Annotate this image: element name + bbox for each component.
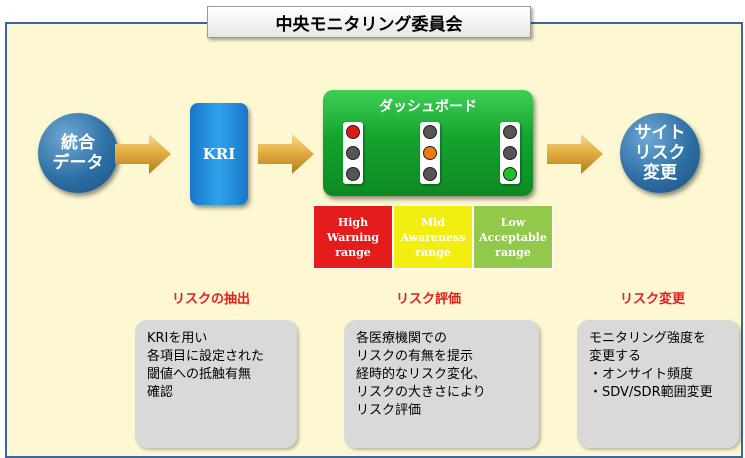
bulb-off bbox=[346, 146, 360, 160]
bulb-off bbox=[423, 167, 437, 181]
label-risk-evaluate: リスク評価 bbox=[396, 292, 462, 307]
site-risk-change-circle: サイト リスク 変更 bbox=[620, 113, 700, 193]
dashboard-title: ダッシュボード bbox=[379, 99, 477, 115]
note-risk-extract: KRIを用い 各項目に設定された 閾値への抵触有無 確認 bbox=[135, 320, 297, 448]
arrow-right-icon bbox=[115, 134, 171, 174]
traffic-light-orange-icon bbox=[420, 122, 440, 184]
traffic-light-green-icon bbox=[500, 122, 520, 184]
bulb-off bbox=[423, 125, 437, 139]
traffic-light-red-icon bbox=[343, 122, 363, 184]
committee-title: 中央モニタリング委員会 bbox=[207, 6, 531, 38]
note-risk-evaluate: 各医療機関での リスクの有無を提示 経時的なリスク変化、 リスクの大きさにより … bbox=[344, 320, 539, 448]
bulb-red bbox=[346, 125, 360, 139]
range-low-acceptable: Low Acceptable range bbox=[473, 205, 553, 269]
range-mid-awareness: Mid Awareness range bbox=[393, 205, 473, 269]
bulb-green bbox=[503, 167, 517, 181]
label-risk-extract: リスクの抽出 bbox=[172, 292, 251, 307]
label-risk-change: リスク変更 bbox=[620, 292, 686, 307]
range-high-warning: High Warning range bbox=[313, 205, 393, 269]
integrated-data-circle: 統合 データ bbox=[38, 113, 118, 193]
bulb-off bbox=[503, 125, 517, 139]
note-risk-change: モニタリング強度を 変更する ・オンサイト頻度 ・SDV/SDR範囲変更 bbox=[577, 320, 739, 448]
kri-box: KRI bbox=[190, 103, 248, 205]
bulb-off bbox=[346, 167, 360, 181]
bulb-off bbox=[503, 146, 517, 160]
bulb-orange bbox=[423, 146, 437, 160]
arrow-right-icon bbox=[258, 134, 314, 174]
dashboard-panel: ダッシュボード bbox=[323, 90, 533, 196]
arrow-right-icon bbox=[547, 134, 603, 174]
